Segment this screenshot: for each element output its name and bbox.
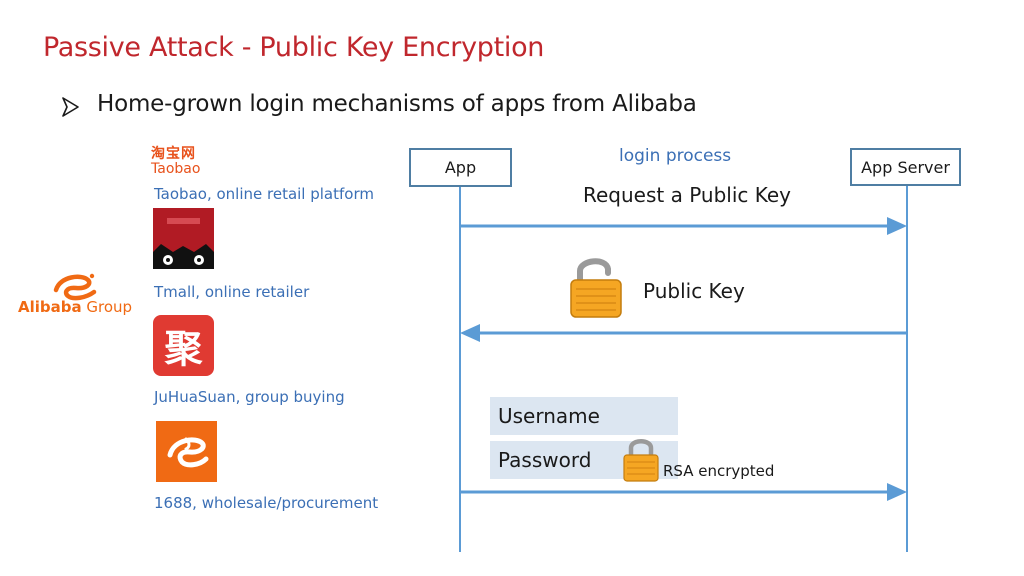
- public-key-label: Public Key: [643, 279, 745, 303]
- public-key-arrow-head: [460, 324, 480, 342]
- alibaba-brand-text: Alibaba: [18, 298, 82, 316]
- request-arrow-head: [887, 217, 907, 235]
- tmall-app-icon: [153, 208, 214, 269]
- taobao-logo-en: Taobao: [151, 161, 201, 177]
- locked-padlock-icon: [623, 439, 659, 482]
- rsa-encrypted-label: RSA encrypted: [663, 462, 775, 480]
- taobao-logo: 淘宝网 Taobao: [151, 146, 213, 180]
- bullet-text: Home-grown login mechanisms of apps from…: [97, 91, 697, 117]
- app-box: App: [409, 148, 512, 187]
- credentials-arrow-head: [887, 483, 907, 501]
- alibaba-group-logo: Alibaba Group: [18, 268, 133, 320]
- juhuasuan-caption: JuHuaSuan, group buying: [154, 388, 345, 406]
- request-public-key-label: Request a Public Key: [583, 183, 792, 207]
- tmall-cat-icon: [153, 208, 214, 269]
- alibaba-e-icon: [167, 437, 209, 468]
- username-field: Username: [490, 397, 678, 435]
- juhuasuan-app-icon: 聚: [153, 315, 214, 376]
- slide-title: Passive Attack - Public Key Encryption: [43, 32, 545, 63]
- unlocked-padlock-icon: [570, 258, 622, 318]
- alibaba-suffix-text: Group: [86, 298, 133, 316]
- app-1688-icon: [156, 421, 217, 482]
- app-1688-caption: 1688, wholesale/procurement: [154, 494, 379, 512]
- bullet-arrow-icon: [62, 97, 79, 117]
- taobao-caption: Taobao, online retail platform: [154, 185, 374, 203]
- alibaba-e-icon: [53, 273, 97, 301]
- taobao-logo-cn: 淘宝网: [151, 146, 196, 162]
- tmall-caption: Tmall, online retailer: [154, 283, 310, 301]
- login-process-label: login process: [619, 146, 732, 166]
- app-server-box: App Server: [850, 148, 961, 186]
